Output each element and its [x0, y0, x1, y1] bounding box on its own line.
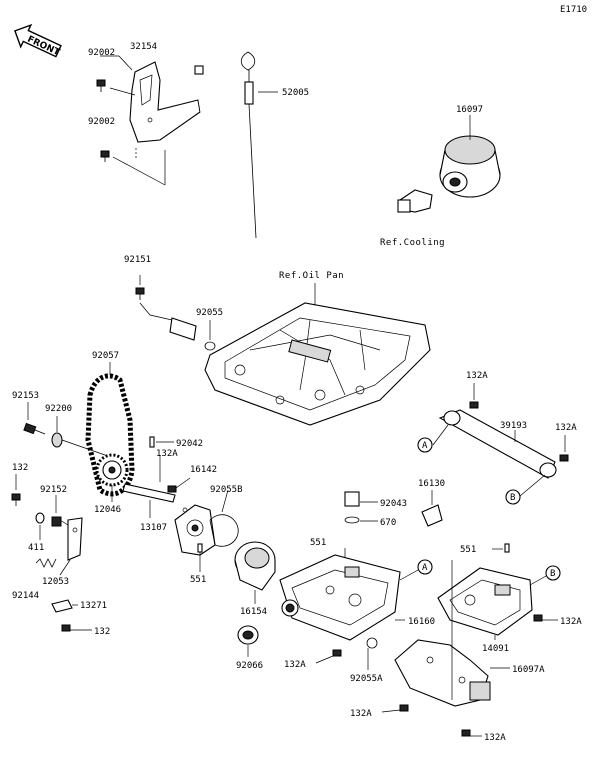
label-670: 670	[380, 518, 396, 528]
label-132b: 132	[94, 627, 110, 637]
label-551c: 551	[460, 545, 476, 555]
label-92002-b: 92002	[88, 117, 115, 127]
label-551a: 551	[190, 575, 206, 585]
guide-13271-icon	[51, 599, 73, 613]
callout-b-lower: B	[545, 565, 561, 581]
label-16097A: 16097A	[512, 665, 545, 675]
label-92200: 92200	[45, 404, 72, 414]
label-39193: 39193	[500, 421, 527, 431]
sprocket-12046	[95, 453, 129, 487]
label-13271: 13271	[80, 601, 107, 611]
label-411: 411	[28, 543, 44, 553]
pin-551c-icon	[504, 543, 510, 553]
label-92144: 92144	[12, 591, 39, 601]
svg-text:A: A	[422, 563, 428, 573]
oring-92055A-icon	[366, 637, 378, 649]
pin-92042-icon	[149, 436, 155, 448]
bolt-132b-icon	[61, 624, 71, 632]
washer-92200-icon	[51, 432, 63, 448]
label-14091: 14091	[482, 644, 509, 654]
rotor-16154	[234, 541, 276, 591]
oil-pan	[204, 302, 431, 426]
collar-92066	[237, 625, 259, 645]
bolt-132-icon	[11, 493, 21, 506]
svg-text:B: B	[510, 493, 515, 503]
bolt-132A-c-icon	[469, 401, 479, 409]
label-132A-f: 132A	[560, 617, 582, 627]
label-132A-a: 132A	[156, 449, 178, 459]
label-92066: 92066	[236, 661, 263, 671]
pipe-39193	[438, 409, 557, 479]
label-92055A: 92055A	[350, 674, 383, 684]
oring-670-icon	[344, 516, 360, 524]
bolt-132A-d-icon	[559, 454, 569, 462]
bolt-132A-g-icon	[399, 704, 409, 712]
label-16160: 16160	[408, 617, 435, 627]
collar-92043-icon	[344, 491, 360, 507]
label-132A-d: 132A	[555, 423, 577, 433]
label-16130: 16130	[418, 479, 445, 489]
bolt-92153-icon	[23, 422, 46, 435]
bolt-92002-upper-icon	[96, 79, 106, 92]
tensioner-12053	[67, 517, 83, 561]
bolt-16142-icon	[167, 485, 177, 493]
washer-411-icon	[35, 512, 45, 524]
svg-text:B: B	[550, 569, 555, 579]
figure-code: E1710	[560, 5, 587, 15]
bolt-132A-f-icon	[533, 614, 543, 622]
label-32154: 32154	[130, 42, 157, 52]
shaft-13107	[122, 483, 176, 503]
chain-92057	[85, 373, 135, 497]
front-arrow-icon: FRONT	[14, 23, 62, 58]
oil-pipe	[169, 65, 224, 341]
svg-text:A: A	[422, 441, 428, 451]
gasket-92055B-icon	[209, 514, 239, 547]
label-92152: 92152	[40, 485, 67, 495]
label-132A-c: 132A	[466, 371, 488, 381]
pump-cover-16142	[174, 504, 216, 556]
label-52005: 52005	[282, 88, 309, 98]
callout-a-lower: A	[417, 559, 433, 575]
label-132A-h: 132A	[484, 733, 506, 743]
oil-filter-16097	[439, 135, 501, 198]
cover-14091	[437, 567, 533, 636]
label-13107: 13107	[140, 523, 167, 533]
pump-body-16160	[279, 554, 401, 641]
oring-92055-icon	[204, 341, 216, 351]
label-551b: 551	[310, 538, 326, 548]
label-16154: 16154	[240, 607, 267, 617]
ref-cooling: Ref.Cooling	[380, 238, 445, 248]
bracket-32154	[129, 61, 201, 143]
label-132A-g: 132A	[350, 709, 372, 719]
bolt-92002-lower-icon	[100, 150, 110, 162]
bolt-132A-b-icon	[332, 649, 342, 657]
pin-551a-icon	[197, 543, 203, 553]
label-92057: 92057	[92, 351, 119, 361]
label-12053: 12053	[42, 577, 69, 587]
cooling-fitting	[397, 189, 433, 213]
label-12046: 12046	[94, 505, 121, 515]
callout-b-upper: B	[505, 489, 521, 505]
label-132A-b: 132A	[284, 660, 306, 670]
label-92055B: 92055B	[210, 485, 243, 495]
oil-pipe-16097A	[394, 639, 491, 707]
dipstick-52005	[240, 51, 257, 239]
ref-oil-pan: Ref.Oil Pan	[279, 271, 344, 281]
bolt-132A-h-icon	[461, 729, 471, 737]
label-92042: 92042	[176, 439, 203, 449]
label-92153: 92153	[12, 391, 39, 401]
nut-92152-icon	[51, 516, 62, 527]
bolt-92151-icon	[135, 287, 145, 300]
label-132: 132	[12, 463, 28, 473]
label-92151: 92151	[124, 255, 151, 265]
label-92043: 92043	[380, 499, 407, 509]
label-92002-a: 92002	[88, 48, 115, 58]
switch-16130-icon	[421, 504, 443, 527]
callout-a-upper: A	[417, 437, 433, 453]
label-92055: 92055	[196, 308, 223, 318]
label-16142: 16142	[190, 465, 217, 475]
label-16097: 16097	[456, 105, 483, 115]
spring-92144-icon	[35, 558, 57, 568]
